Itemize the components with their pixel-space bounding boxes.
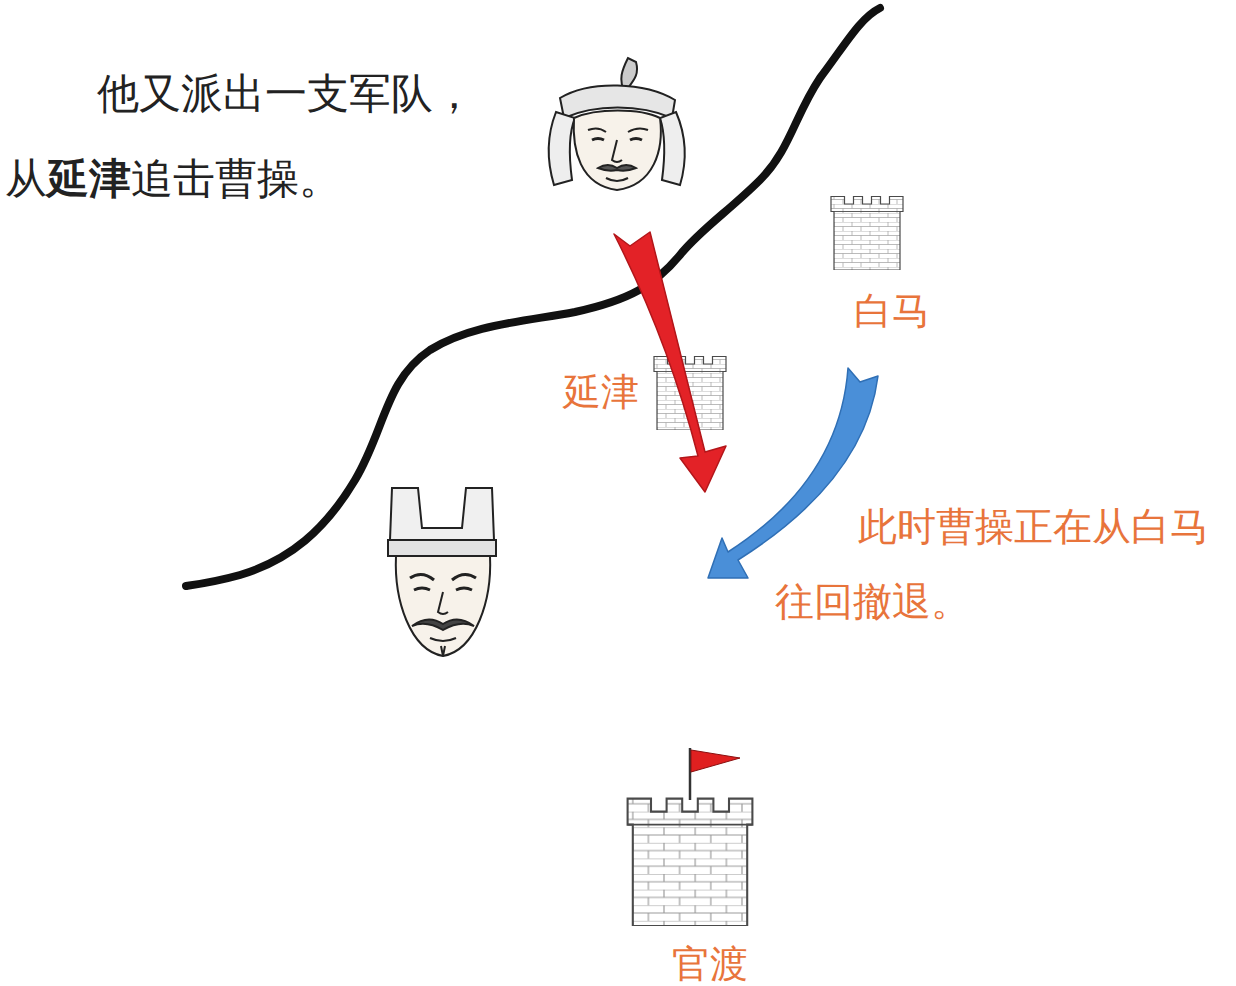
note-text: 此时曹操正在从白马 往回撤退。 xyxy=(775,489,1230,639)
guandu-castle xyxy=(628,799,753,926)
place-label: 官渡 xyxy=(650,940,770,986)
flag xyxy=(690,748,740,800)
red-arrow xyxy=(614,232,726,492)
place-label: 延津 xyxy=(546,368,656,416)
place-label: 白马 xyxy=(832,287,952,335)
baima-castle xyxy=(831,197,903,271)
blue-arrow xyxy=(708,368,878,578)
cao-cao-head xyxy=(388,488,496,656)
narration-text: 他又派出一支军队， 从延津追击曹操。 xyxy=(5,51,525,221)
yuan-shao-head xyxy=(549,58,685,190)
